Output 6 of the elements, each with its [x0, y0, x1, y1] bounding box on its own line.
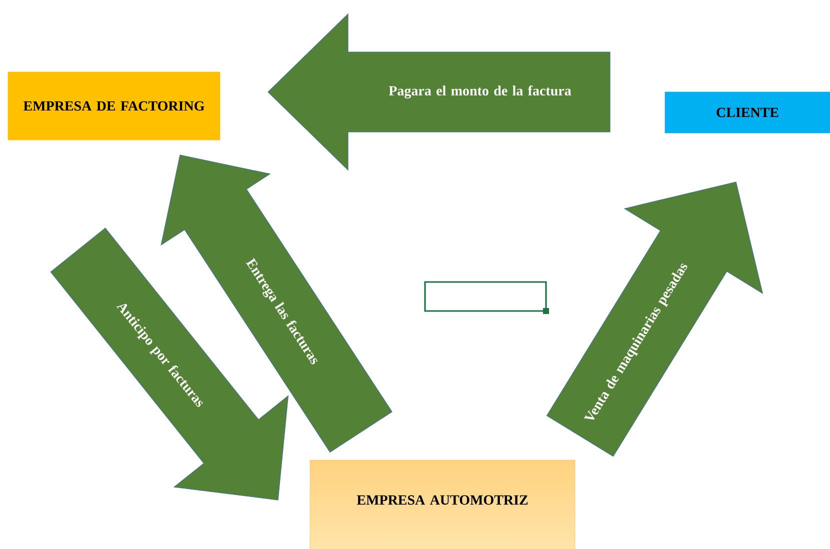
box: EMPRESA DE FACTORING: [8, 72, 220, 140]
box: CLIENTE: [664, 92, 830, 134]
block-arrow: [268, 13, 610, 171]
box: EMPRESA AUTOMOTRIZ: [310, 460, 576, 549]
block-arrow: [50, 228, 289, 500]
edge-label: Pagara el monto de la factura: [388, 86, 572, 98]
